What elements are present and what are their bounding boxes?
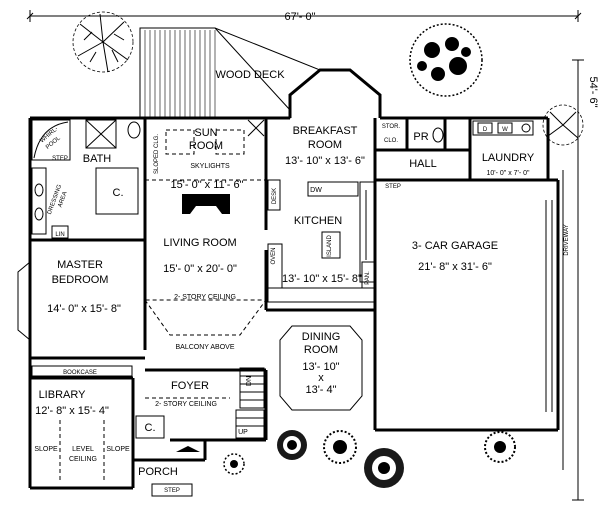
driveway-label: DRIVEWAY — [564, 224, 570, 255]
skylights-label: SKYLIGHTS — [190, 163, 230, 170]
library-level-1: LEVEL — [72, 446, 94, 453]
library-bookcase — [31, 365, 133, 480]
linen-closet-label: LIN — [55, 232, 64, 238]
sun-room-features — [145, 119, 266, 214]
library-name: LIBRARY — [39, 389, 87, 401]
hall-label: HALL — [409, 158, 437, 170]
front-step-label: STEP — [164, 488, 180, 494]
sloped-ceiling-label: SLOPED CLG. — [154, 134, 160, 174]
island-label: ISLAND — [327, 235, 333, 257]
foyer-closet-label: C. — [145, 422, 156, 434]
garage-door — [545, 200, 553, 412]
bath-fixtures — [31, 119, 141, 239]
living-room-size: 15'- 0" x 20'- 0" — [163, 263, 237, 275]
storage-label: STOR. — [382, 124, 401, 130]
foyer-ceiling-label: 2- STORY CEILING — [155, 401, 217, 408]
library-level-2: CEILING — [69, 456, 97, 463]
dining-size-2: 13'- 4" — [305, 384, 336, 396]
bath-label: BATH — [83, 153, 112, 165]
porch-label: PORCH — [138, 466, 178, 478]
bookcase-label: BOOKCASE — [63, 370, 97, 376]
powder-room-label: PR — [413, 131, 428, 143]
wood-deck-label: WOOD DECK — [215, 69, 285, 81]
front-step — [151, 483, 193, 497]
laundry-size: 10'- 0" x 7'- 0" — [486, 170, 530, 177]
foyer-name: FOYER — [171, 380, 209, 392]
dining-size-1: 13'- 10" — [302, 361, 339, 373]
garage-name: 3- CAR GARAGE — [412, 240, 498, 252]
sun-room-name-1: SUN — [194, 127, 217, 139]
sun-room-name-2: ROOM — [189, 140, 223, 152]
tree-right — [542, 104, 584, 146]
desk-label: DESK — [272, 188, 278, 204]
bath-closet-label: C. — [113, 187, 124, 199]
dimension-lines — [26, 10, 584, 501]
interior-walls — [30, 118, 548, 488]
breakfast-name-2: ROOM — [308, 139, 342, 151]
dishwasher-label: DW — [310, 187, 322, 194]
laundry-name: LAUNDRY — [482, 152, 535, 164]
tree-top-left — [72, 11, 134, 73]
dryer-label: D — [483, 127, 488, 133]
dining-name-2: ROOM — [304, 344, 338, 356]
overall-depth-dimension: 54'- 6" — [587, 76, 599, 107]
living-room-name: LIVING ROOM — [163, 237, 236, 249]
dining-bay — [279, 325, 363, 411]
overall-width-dimension: 67'- 0" — [284, 11, 315, 23]
sun-room-size: 15'- 0" x 11'- 6" — [171, 179, 244, 191]
washer-label: W — [502, 127, 508, 133]
powder-room-fixtures — [432, 120, 534, 143]
stair-up-label: UP — [238, 429, 248, 436]
breakfast-name-1: BREAKFAST — [293, 125, 358, 137]
kitchen-name: KITCHEN — [294, 215, 342, 227]
exterior-walls — [28, 68, 560, 490]
master-size: 14'- 0" x 15'- 8" — [47, 303, 121, 315]
library-size: 12'- 8" x 15'- 4" — [35, 405, 109, 417]
master-name-1: MASTER — [57, 259, 103, 271]
master-name-2: BEDROOM — [52, 274, 109, 286]
stair-down-label: DN — [246, 376, 253, 386]
garage-step-label: STEP — [385, 184, 401, 190]
garage-size: 21'- 8" x 31'- 6" — [418, 261, 492, 273]
library-slope-left: SLOPE — [34, 446, 58, 453]
breakfast-size: 13'- 10" x 13'- 6" — [285, 155, 365, 167]
pantry-label: PAN. — [365, 271, 371, 285]
foyer-stairs — [135, 367, 265, 439]
balcony-label: BALCONY ABOVE — [175, 344, 234, 351]
tree-top-right — [409, 23, 483, 97]
shrubs-front — [223, 430, 516, 488]
oven-label: OVEN — [271, 247, 277, 264]
master-bay-window — [17, 261, 31, 341]
dining-size-x: x — [318, 372, 324, 384]
dining-name-1: DINING — [302, 331, 341, 343]
entry-door — [170, 438, 205, 452]
kitchen-size: 13'- 10" x 15'- 8" — [282, 273, 362, 285]
kitchen-cabinets — [267, 179, 375, 303]
closet-label: CLO. — [384, 138, 398, 144]
living-ceiling-label: 2- STORY CEILING — [174, 294, 236, 301]
dressing-label-2: AREA — [57, 191, 68, 208]
living-room-features — [144, 299, 267, 336]
bath-step-label: STEP — [52, 156, 68, 162]
library-slope-right: SLOPE — [106, 446, 130, 453]
